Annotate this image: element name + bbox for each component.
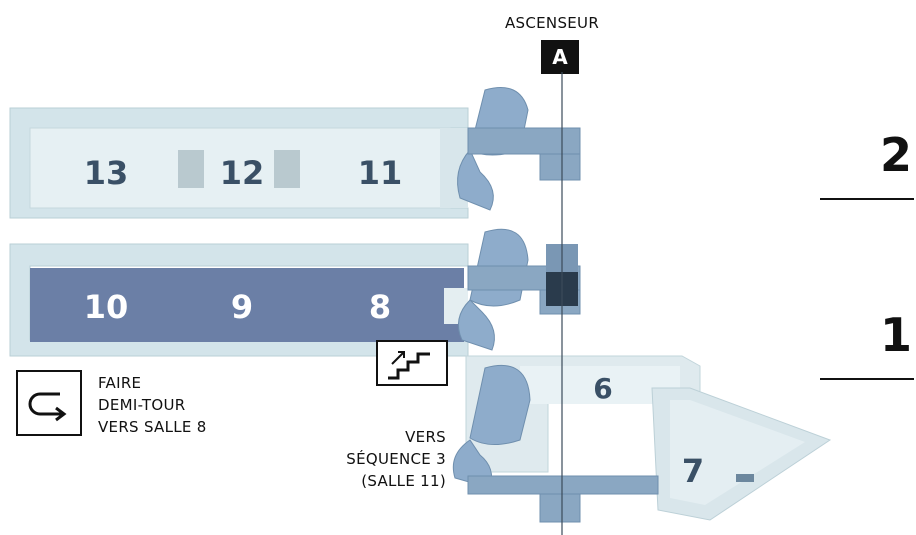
room-6[interactable]: 6 [593, 372, 613, 405]
stairs-line-3: (SALLE 11) [361, 472, 446, 490]
level-1-rule [820, 378, 914, 380]
elevator-badge[interactable]: A [541, 40, 579, 74]
stairs-line-1: VERS [405, 428, 446, 446]
level-1-label: 1 [879, 308, 912, 362]
room-9[interactable]: 9 [230, 288, 254, 326]
u-turn-icon [16, 370, 82, 436]
room-12[interactable]: 12 [219, 154, 265, 192]
stairs-line-2: SÉQUENCE 3 [346, 450, 446, 468]
u-turn-line-2: DEMI-TOUR [98, 396, 186, 414]
room-11[interactable]: 11 [357, 154, 403, 192]
level-2-rule [820, 198, 914, 200]
room-13[interactable]: 13 [83, 154, 129, 192]
stairs-note: VERS SÉQUENCE 3 (SALLE 11) [300, 426, 446, 492]
elevator-landings [467, 127, 659, 523]
u-turn-note: FAIRE DEMI-TOUR VERS SALLE 8 [98, 372, 207, 438]
floor-level-1 [9, 243, 469, 357]
u-turn-line-3: VERS SALLE 8 [98, 418, 207, 436]
level-2-label: 2 [879, 128, 912, 182]
stairs-up-icon [376, 340, 448, 386]
room-8[interactable]: 8 [368, 288, 392, 326]
room-10[interactable]: 10 [83, 288, 129, 326]
elevator-title: ASCENSEUR [505, 14, 600, 32]
floor-level-2 [9, 107, 469, 219]
room-7[interactable]: 7 [681, 452, 705, 490]
u-turn-line-1: FAIRE [98, 374, 142, 392]
